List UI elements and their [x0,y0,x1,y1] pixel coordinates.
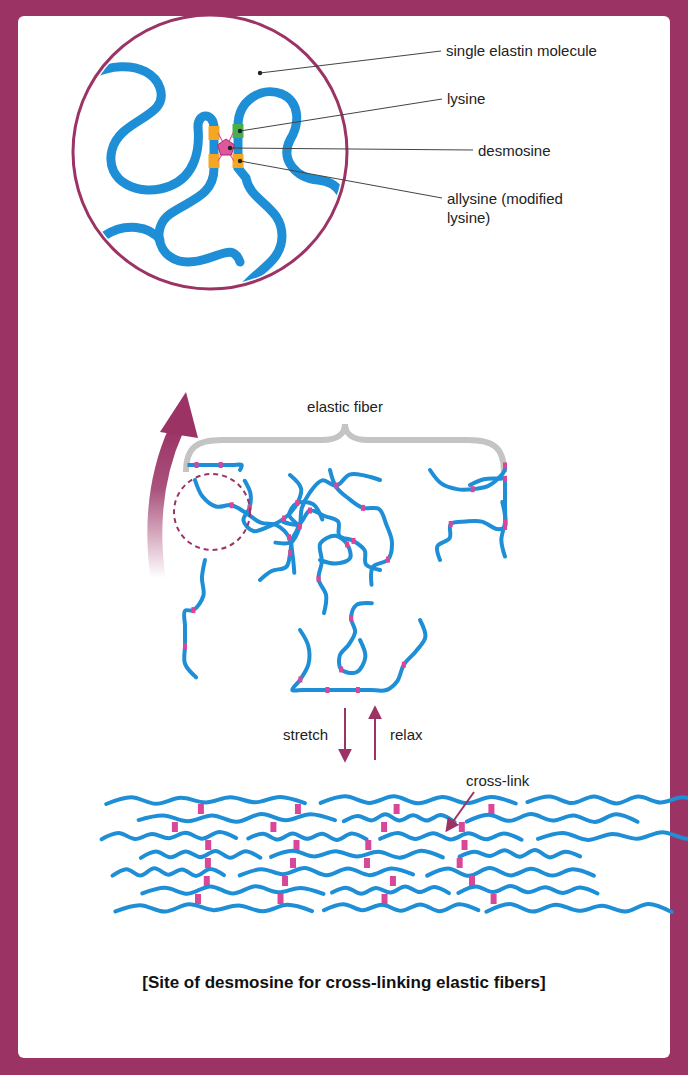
action-label: relax [390,725,423,744]
relax-arrow [374,708,376,760]
stretch-arrow [344,708,346,760]
zoom-arrow [155,430,176,578]
action-label: stretch [283,725,328,744]
residue-label: lysine [447,89,485,108]
pointer-arrow [447,792,474,830]
residue-label: allysine (modified lysine) [447,189,567,227]
crosslink-label: desmosine [478,141,551,160]
caption: [Site of desmosine for cross-linking ela… [24,973,664,993]
desmosine-ring [218,139,235,155]
crosslink-label: cross-link [466,771,529,790]
cross-link-site [214,124,238,168]
stretched-fiber [102,796,688,912]
tangled-fiber [183,462,507,693]
elastin-molecules [70,67,344,300]
molecule-label: single elastin molecule [446,41,597,60]
panel [18,16,670,1058]
bracket [186,424,504,472]
leader-lines [230,51,473,198]
fiber-label: elastic fiber [307,397,383,416]
zoom-region [174,474,250,550]
zoom-arrowhead [160,392,198,438]
